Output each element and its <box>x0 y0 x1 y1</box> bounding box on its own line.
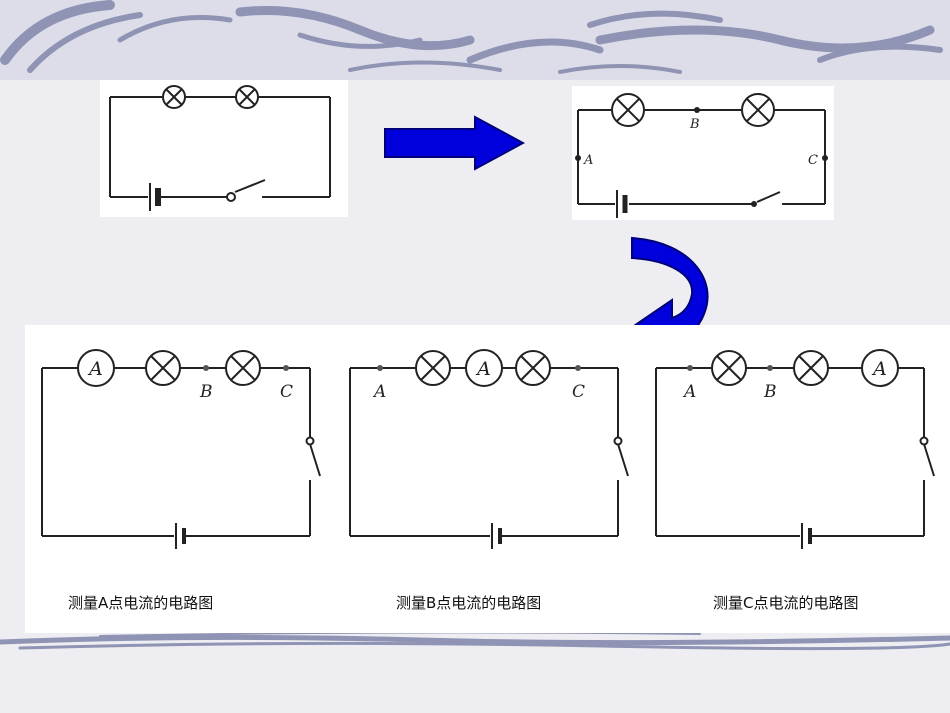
point-label-a: A <box>372 382 386 402</box>
switch-pivot <box>305 436 315 446</box>
ammeter-label: A <box>475 358 491 380</box>
switch-pivot <box>919 436 929 446</box>
point-b-dot <box>694 107 700 113</box>
lamp-icon <box>741 93 775 127</box>
lamp-icon <box>711 350 747 386</box>
point-c-dot <box>575 365 581 371</box>
series-circuit-diagram <box>109 85 331 211</box>
point-b-dot <box>767 365 773 371</box>
lamp-icon <box>611 93 645 127</box>
point-label-b: B <box>763 382 777 402</box>
point-label-a: A <box>682 382 696 402</box>
point-c-dot <box>822 155 828 161</box>
point-label-b: B <box>689 117 700 132</box>
lamp-icon <box>162 85 186 109</box>
point-label-b: B <box>199 382 213 402</box>
lamp-icon <box>515 350 551 386</box>
battery-icon <box>491 523 502 549</box>
battery-icon <box>616 190 628 218</box>
lamp-icon <box>415 350 451 386</box>
caption-measure-c: 测量C点电流的电路图 <box>713 594 859 612</box>
point-b-dot <box>203 365 209 371</box>
lamp-icon <box>235 85 259 109</box>
switch-pivot <box>751 201 757 207</box>
point-label-a: A <box>583 153 593 168</box>
battery-icon <box>149 183 161 211</box>
ammeter-icon: A <box>861 349 899 387</box>
ammeter-label: A <box>87 358 103 380</box>
decorative-swirl-banner <box>0 0 950 80</box>
point-c-dot <box>283 365 289 371</box>
right-arrow-icon <box>384 115 525 171</box>
point-a-dot <box>687 365 693 371</box>
point-a-dot <box>377 365 383 371</box>
lamp-icon <box>225 350 261 386</box>
panel-series-circuit <box>100 80 348 217</box>
point-label-c: C <box>280 382 293 402</box>
switch-pivot <box>613 436 623 446</box>
point-label-c: C <box>808 153 818 168</box>
ammeter-icon: A <box>77 349 115 387</box>
points-circuit-diagram: A B C <box>575 93 828 218</box>
lamp-icon <box>793 350 829 386</box>
battery-icon <box>801 523 812 549</box>
battery-icon <box>175 523 186 549</box>
point-a-dot <box>575 155 581 161</box>
point-label-c: C <box>572 382 585 402</box>
circuit-measure-c: A A B <box>655 349 935 549</box>
caption-measure-a: 测量A点电流的电路图 <box>68 594 214 612</box>
caption-measure-b: 测量B点电流的电路图 <box>396 594 542 612</box>
circuit-measure-a: A B C <box>41 349 321 549</box>
panel-points-circuit: A B C <box>572 86 834 220</box>
lamp-icon <box>145 350 181 386</box>
ammeter-icon: A <box>465 349 503 387</box>
ammeter-label: A <box>871 358 887 380</box>
circuit-measure-b: A A C <box>349 349 629 549</box>
switch-pivot <box>226 192 236 202</box>
